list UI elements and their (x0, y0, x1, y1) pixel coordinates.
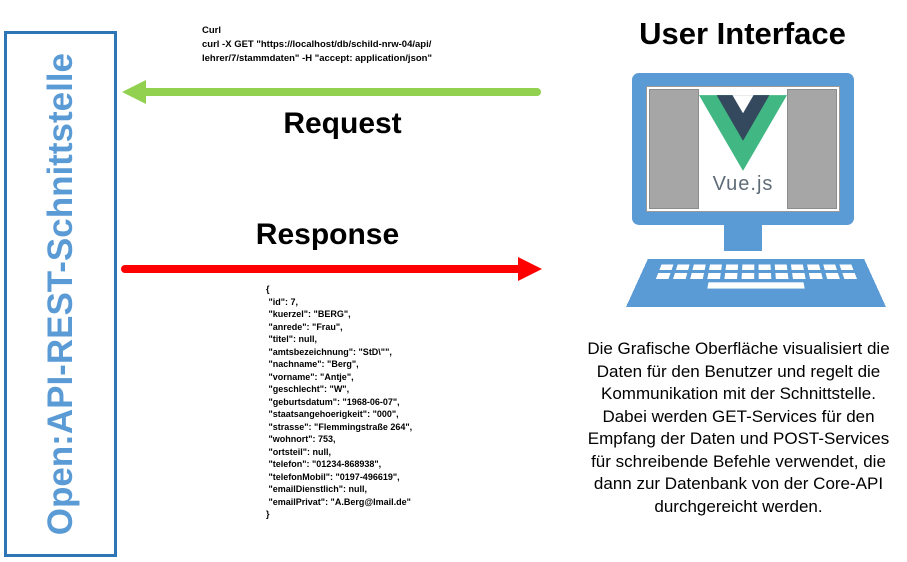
keyboard-key-row (658, 264, 854, 270)
curl-command-text: Curl curl -X GET "https://localhost/db/s… (202, 25, 432, 64)
keyboard-spacebar-row (707, 282, 805, 289)
vuejs-logo-icon (699, 95, 787, 171)
keyboard (626, 259, 886, 307)
response-arrow-shaft (121, 265, 526, 273)
request-arrow (122, 80, 541, 104)
request-arrow-shaft (138, 88, 541, 96)
keyboard-key-row (655, 273, 857, 279)
response-label: Response (255, 218, 400, 251)
openapi-rest-box-label: Open:API-REST-Schnittstelle (40, 52, 80, 536)
vuejs-logo-text: Vue.js (712, 173, 774, 195)
response-json-body: { "id": 7, "kuerzel": "BERG", "anrede": … (266, 284, 413, 519)
screen-left-panel (649, 89, 699, 209)
screen-right-panel (787, 89, 837, 209)
response-arrow (121, 257, 542, 281)
keyboard-spacebar (707, 282, 805, 289)
user-interface-title: User Interface (639, 16, 846, 51)
monitor-stand (724, 225, 762, 251)
computer-illustration: Vue.js (626, 73, 886, 311)
ui-description-text: Die Grafische Oberfläche visualisiert di… (587, 339, 890, 516)
monitor: Vue.js (632, 73, 854, 225)
request-label: Request (283, 107, 402, 140)
monitor-screen: Vue.js (646, 86, 840, 212)
openapi-rest-box: Open:API-REST-Schnittstelle (4, 31, 117, 557)
screen-center-panel: Vue.js (699, 89, 787, 209)
response-arrow-head-icon (518, 257, 542, 281)
